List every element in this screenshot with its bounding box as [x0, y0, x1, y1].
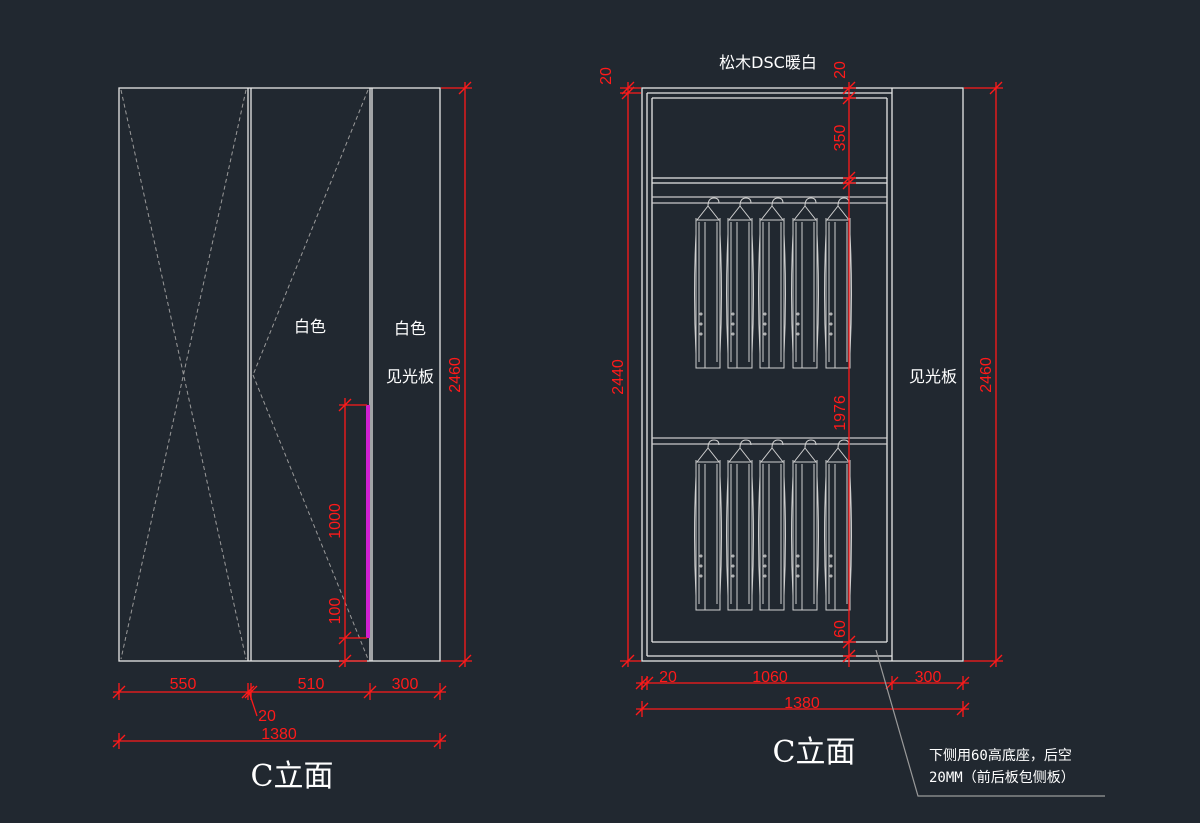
left-dim-total: 1380 — [261, 726, 297, 743]
hanging-clothes-lower — [694, 439, 852, 611]
hanging-garment — [824, 197, 852, 369]
right-dim-top-left: 20 — [598, 67, 615, 85]
right-hanging-rails — [651, 196, 888, 445]
left-dim-w1: 550 — [170, 676, 197, 693]
hanging-garment — [726, 197, 754, 369]
left-label-white-door: 白色 — [294, 317, 326, 336]
hanging-garment — [694, 439, 722, 611]
left-dim-w2: 510 — [298, 676, 325, 693]
right-dim-top-right: 20 — [832, 61, 849, 79]
right-elevation — [620, 81, 1105, 797]
left-elevation — [112, 81, 472, 749]
note-line-1: 下侧用60高底座，后空 — [929, 747, 1072, 764]
right-elevation-title: C立面 — [773, 735, 856, 770]
left-dim-height: 2460 — [447, 357, 464, 393]
left-label-panel: 见光板 — [386, 367, 434, 386]
right-dim-w-inner: 1060 — [752, 669, 788, 686]
left-elevation-title: C立面 — [251, 759, 334, 794]
hanging-garment — [726, 439, 754, 611]
right-dim-hang: 1976 — [832, 395, 849, 431]
left-dim-handle: 1000 — [327, 503, 344, 539]
hanging-garment — [758, 439, 786, 611]
note-leader-line — [875, 649, 1105, 797]
hanging-garment — [758, 197, 786, 369]
right-dim-w-panel: 300 — [915, 669, 942, 686]
right-label-panel: 见光板 — [909, 367, 957, 386]
left-label-white-panel: 白色 — [394, 319, 426, 338]
left-door-swing-lines — [120, 89, 369, 660]
right-dim-total: 1380 — [784, 695, 820, 712]
right-dim-inner-height: 2440 — [610, 359, 627, 395]
right-dim-total-height: 2460 — [978, 357, 995, 393]
left-dim-gap: 20 — [258, 708, 276, 725]
right-dim-w-side: 20 — [659, 669, 677, 686]
hanging-clothes-upper — [694, 197, 852, 369]
hanging-garment — [824, 439, 852, 611]
hanging-garment — [791, 197, 819, 369]
right-dim-base: 60 — [832, 620, 849, 638]
right-dim-shelf: 350 — [832, 125, 849, 152]
hanging-garment — [791, 439, 819, 611]
left-dim-w3: 300 — [392, 676, 419, 693]
right-dimension-lines — [620, 81, 1003, 717]
note-line-2: 20MM（前后板包侧板） — [929, 769, 1075, 786]
right-material-label: 松木DSC暖白 — [719, 53, 817, 72]
right-cabinet-outline — [641, 87, 964, 662]
left-dimension-lines — [112, 81, 472, 749]
left-dim-handle-offset: 100 — [327, 598, 344, 625]
hanging-garment — [694, 197, 722, 369]
